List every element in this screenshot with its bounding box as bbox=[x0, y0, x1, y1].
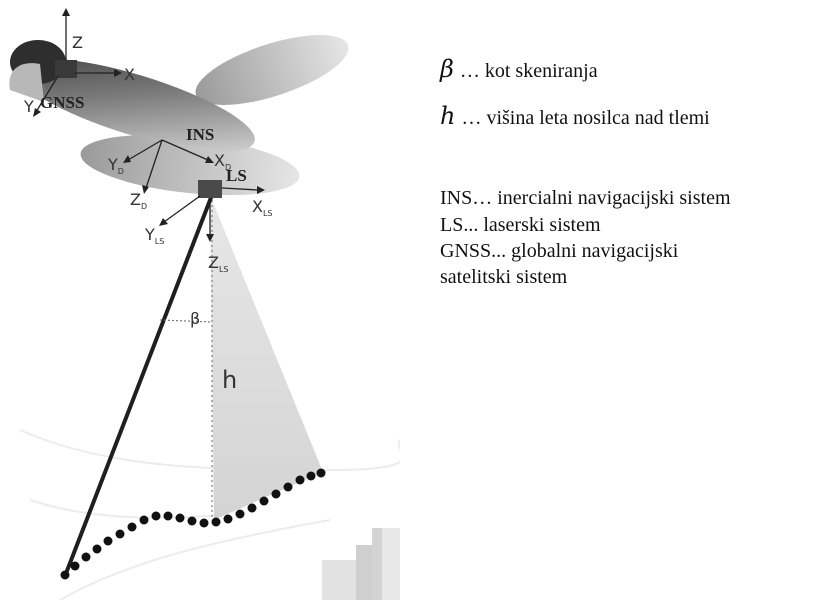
footprint-dot bbox=[60, 570, 70, 580]
ins-x-label: XD bbox=[214, 151, 231, 172]
h-symbol: h bbox=[440, 102, 456, 130]
legend-gnss-line2: satelitski sistem bbox=[440, 266, 568, 288]
footprint-dot bbox=[283, 482, 293, 492]
footprint-dot bbox=[235, 509, 245, 519]
footprint-dot bbox=[103, 536, 113, 546]
ins-z-label: ZD bbox=[130, 190, 147, 211]
left-wing bbox=[80, 134, 300, 196]
footprint-dot bbox=[306, 471, 316, 481]
beta-description: … kot skeniranja bbox=[459, 60, 598, 82]
footprint-dot bbox=[175, 513, 185, 523]
ls-z-label: ZLS bbox=[208, 253, 229, 274]
gnss-y-label: Y bbox=[23, 97, 34, 116]
footprint-dot bbox=[81, 552, 91, 562]
footprint-dot bbox=[316, 468, 326, 478]
gnss-axes bbox=[33, 8, 122, 117]
h-label: h bbox=[222, 366, 237, 394]
footprint-dot bbox=[199, 518, 209, 528]
footprint-dot bbox=[92, 544, 102, 554]
gnss-x-label: X bbox=[124, 65, 135, 84]
footprint-dot bbox=[247, 503, 257, 513]
ins-axes bbox=[123, 139, 214, 194]
laser-beam bbox=[63, 194, 214, 577]
lidar-diagram: Z X Y GNSS INS YD XD ZD LS XLS YLS ZLS β… bbox=[9, 8, 400, 600]
right-wing bbox=[195, 35, 349, 105]
legend-gnss-line1: GNSS... globalni navigacijski bbox=[440, 240, 679, 262]
ins-label: INS bbox=[186, 125, 214, 144]
legend-ls: LS... laserski sistem bbox=[440, 214, 601, 236]
ins-y-label: YD bbox=[107, 155, 124, 176]
footprint-dot bbox=[187, 516, 197, 526]
legend-beta: β… kot skeniranja bbox=[440, 56, 598, 84]
ls-label: LS bbox=[226, 166, 247, 185]
footprint-dot bbox=[127, 522, 137, 532]
tail-fin bbox=[9, 63, 44, 102]
footprint-dot bbox=[151, 511, 161, 521]
scan-fan bbox=[210, 195, 323, 520]
buildings bbox=[322, 528, 400, 600]
footprint-dots bbox=[60, 468, 326, 580]
beta-guide bbox=[159, 319, 213, 323]
gnss-z-label: Z bbox=[72, 33, 83, 52]
footprint-dot bbox=[259, 496, 269, 506]
h-description: … višina leta nosilca nad tlemi bbox=[461, 107, 710, 129]
ls-y-label: YLS bbox=[144, 225, 164, 246]
ls-axes bbox=[159, 186, 265, 242]
ls-box bbox=[198, 180, 222, 198]
footprint-dot bbox=[295, 475, 305, 485]
fuselage bbox=[15, 58, 255, 152]
footprint-dot bbox=[70, 561, 80, 571]
footprint-dot bbox=[163, 511, 173, 521]
footprint-dot bbox=[211, 517, 221, 527]
footprint-dot bbox=[223, 514, 233, 524]
beta-label: β bbox=[190, 309, 200, 328]
legend-ins: INS… inercialni navigacijski sistem bbox=[440, 187, 731, 209]
gnss-box bbox=[55, 60, 77, 78]
footprint-dot bbox=[271, 489, 281, 499]
gnss-label: GNSS bbox=[40, 93, 84, 112]
footprint-dot bbox=[139, 515, 149, 525]
beta-symbol: β bbox=[440, 55, 454, 83]
legend-h: h… višina leta nosilca nad tlemi bbox=[440, 103, 710, 131]
footprint-dot bbox=[115, 529, 125, 539]
ls-x-label: XLS bbox=[252, 197, 273, 218]
